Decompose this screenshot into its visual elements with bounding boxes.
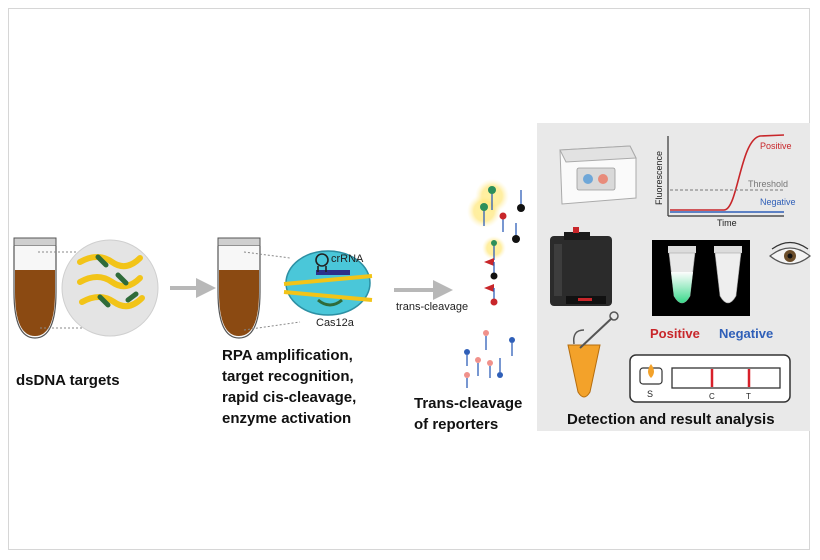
x-axis-label: Time [717, 218, 737, 228]
reporter-intact-icon [509, 337, 515, 356]
y-axis-label: Fluorescence [654, 151, 664, 205]
reporter-intact-icon [483, 330, 489, 350]
reporter-cutting-icon [484, 258, 498, 280]
reporter-cleaved-icon [488, 186, 496, 210]
targets-caption: dsDNA targets [16, 372, 120, 389]
trans-caption-line-2: of reporters [414, 416, 498, 433]
tube-label-negative: Negative [719, 326, 773, 341]
lateral-flow-strip: S C T [629, 354, 791, 403]
positive-curve [670, 134, 785, 211]
reporter-cleaved-icon [499, 212, 507, 232]
tube-label-positive: Positive [650, 326, 700, 341]
positive-tube-icon [668, 246, 696, 304]
pipette-tube-icon [567, 311, 619, 398]
negative-tube-icon [714, 246, 742, 304]
rpa-caption: RPA amplification, target recognition, r… [222, 347, 360, 427]
reporter-intact-icon [464, 372, 470, 388]
reporter-intact-icon [464, 349, 470, 366]
detection-caption: Detection and result analysis [567, 411, 775, 428]
rpa-caption-line-3: rapid cis-cleavage, [222, 389, 356, 406]
reporter-intact-icon [497, 358, 503, 378]
reporter-intact-icon [475, 357, 481, 376]
fluorescent-tubes-image [652, 240, 750, 316]
trans-caption-line-1: Trans-cleavage [414, 395, 522, 412]
negative-curve-label: Negative [760, 197, 796, 207]
strip-label-control: C [709, 392, 715, 401]
stage-dsdna-targets: dsDNA targets [13, 237, 159, 389]
crrna-hairpin-icon [315, 253, 329, 272]
rpa-caption-line-4: enzyme activation [222, 410, 351, 427]
eye-icon [769, 241, 811, 265]
positive-curve-label: Positive [760, 141, 792, 151]
reporter-cleaved-icon [480, 203, 488, 226]
rpa-caption-line-1: RPA amplification, [222, 347, 353, 364]
tube-icon [13, 237, 57, 339]
tube-icon [217, 237, 261, 339]
qpcr-instrument-icon [559, 145, 637, 205]
crrna-label: crRNA [331, 253, 364, 265]
threshold-label: Threshold [748, 179, 788, 189]
stage-trans-cleavage: Trans-cleavage of reporters [414, 179, 527, 433]
reporter-cutting-icon [484, 284, 498, 306]
cas12a-label: Cas12a [316, 317, 355, 329]
trans-caption: Trans-cleavage of reporters [414, 395, 527, 433]
rpa-caption-line-2: target recognition, [222, 368, 354, 385]
gel-imager-icon [550, 227, 612, 306]
dsdna-icon [77, 254, 145, 310]
stage-rpa: crRNA Cas12a RPA amplification, target r… [217, 237, 373, 427]
sample-drop-icon [648, 364, 654, 378]
cas12a-complex-icon: crRNA Cas12a [283, 250, 373, 329]
stage-detection: Fluorescence Time Positive Threshold Neg… [537, 123, 811, 431]
reporter-icons [464, 186, 525, 388]
reporter-quencher-icon [517, 190, 525, 212]
strip-label-test: T [746, 392, 751, 401]
trans-cleavage-arrow-label: trans-cleavage [396, 301, 468, 313]
strip-label-sample: S [647, 389, 653, 399]
reporter-cleaved-icon [491, 240, 497, 260]
dna-magnified-circle [61, 239, 159, 337]
reporter-quencher-icon [512, 223, 520, 243]
fluorescence-graph: Fluorescence Time Positive Threshold Neg… [654, 134, 796, 228]
reporter-intact-icon [487, 360, 493, 378]
